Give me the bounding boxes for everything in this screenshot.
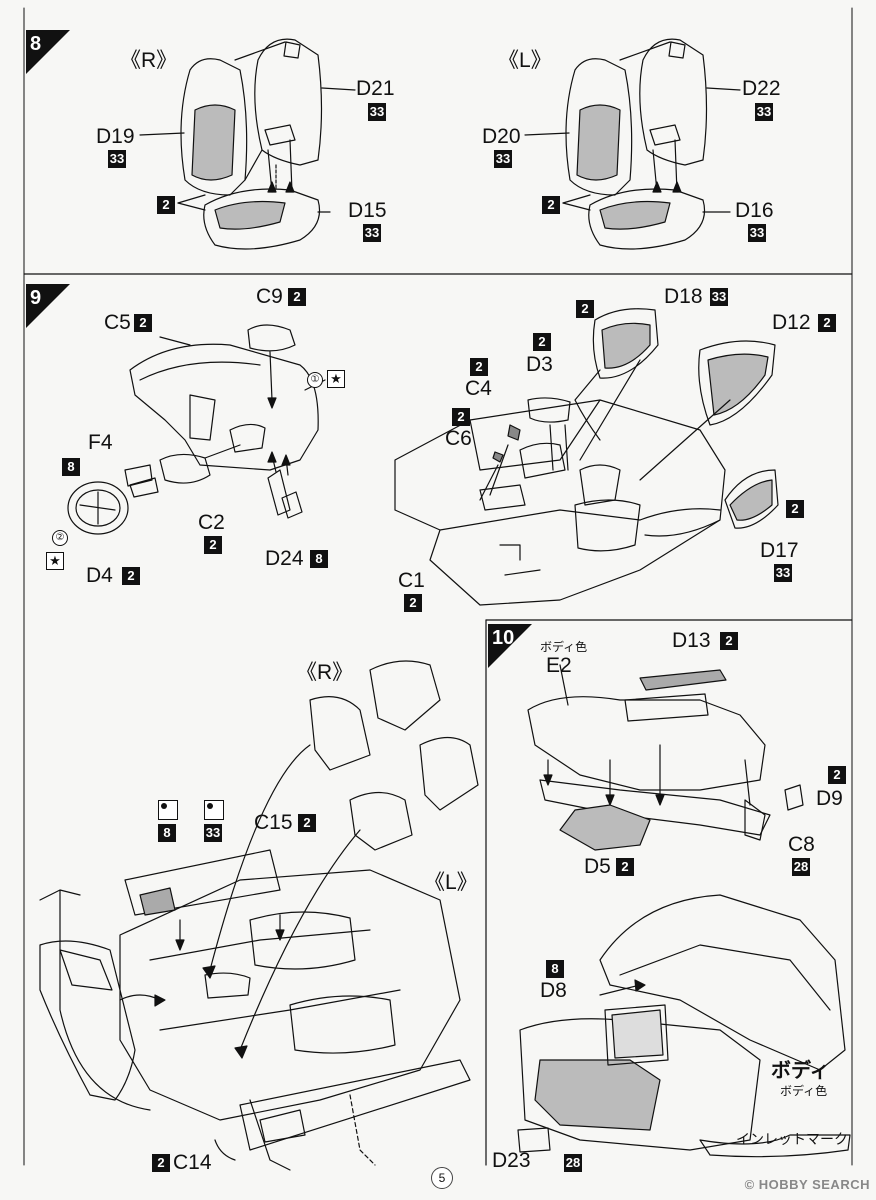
- part-body: ボディ: [771, 1060, 830, 1082]
- seat-l-group: [524, 38, 741, 250]
- seat-label-r: 《R》: [296, 661, 354, 684]
- color-badge-d17-extra: 2: [786, 500, 804, 518]
- color-badge-d13: 2: [720, 632, 738, 650]
- part-d17: D17: [760, 539, 799, 562]
- part-c1: C1: [398, 569, 425, 592]
- side-label-l: 《L》: [498, 49, 552, 72]
- part-d12: D12: [772, 311, 811, 334]
- part-d18: D18: [664, 285, 703, 308]
- page-number: 5: [431, 1167, 453, 1189]
- color-badge-inlet: 28: [564, 1154, 582, 1172]
- part-d22: D22: [742, 77, 781, 100]
- color-badge-d24: 8: [310, 550, 328, 568]
- color-badge-c9: 2: [288, 288, 306, 306]
- color-badge-d17: 33: [774, 564, 792, 582]
- side-label-r: 《R》: [120, 49, 178, 72]
- part-c8: C8: [788, 833, 815, 856]
- ref-marker-2: ②: [52, 530, 68, 546]
- step-10-marker: 10: [488, 624, 532, 668]
- part-d24: D24: [265, 547, 304, 570]
- color-badge-d19: 33: [108, 150, 126, 168]
- star-marker-1: ★: [327, 370, 345, 388]
- part-d16: D16: [735, 199, 774, 222]
- body-color-note: ボディ色: [780, 1084, 828, 1098]
- part-c15: C15: [254, 811, 293, 834]
- part-d20: D20: [482, 125, 521, 148]
- interior-lower-group: [39, 660, 479, 1171]
- inlet-mark-label: インレットマーク: [736, 1131, 848, 1147]
- front-body-group: [517, 894, 851, 1158]
- step-8-marker: 8: [26, 30, 70, 74]
- rear-bumper-group: [527, 664, 804, 851]
- color-badge-d4: 2: [122, 567, 140, 585]
- color-badge-d22: 33: [755, 103, 773, 121]
- star-marker-2: ★: [46, 552, 64, 570]
- part-d23: D23: [492, 1149, 531, 1172]
- part-d5: D5: [584, 855, 611, 878]
- part-d19: D19: [96, 125, 135, 148]
- part-d13: D13: [672, 629, 711, 652]
- color-badge-c4: 2: [470, 358, 488, 376]
- color-badge-d3: 2: [533, 333, 551, 351]
- color-badge-d20: 33: [494, 150, 512, 168]
- color-badge-panel-b: 33: [204, 824, 222, 842]
- part-c6: C6: [445, 427, 472, 450]
- dashboard-group: [67, 324, 326, 535]
- color-badge-c15: 2: [298, 814, 316, 832]
- color-badge-wheel: 8: [62, 458, 80, 476]
- part-c2: C2: [198, 511, 225, 534]
- watermark: © HOBBY SEARCH: [744, 1177, 870, 1192]
- color-badge-c5: 2: [134, 314, 152, 332]
- seat-label-l: 《L》: [424, 871, 478, 894]
- two-tone-marker-a: [158, 800, 178, 820]
- step-8-number: 8: [30, 33, 42, 55]
- step-9-marker: 9: [26, 284, 70, 328]
- body-color-note-e2: ボディ色: [540, 640, 588, 654]
- color-badge-c14: 2: [152, 1154, 170, 1172]
- color-badge-panel-a: 8: [158, 824, 176, 842]
- color-badge-d18-extra: 2: [576, 300, 594, 318]
- color-badge-d21: 33: [368, 103, 386, 121]
- color-badge-c2: 2: [204, 536, 222, 554]
- part-d4: D4: [86, 564, 113, 587]
- color-badge-r-base: 2: [157, 196, 175, 214]
- part-c9: C9: [256, 285, 283, 308]
- color-badge-d9: 2: [828, 766, 846, 784]
- color-badge-d5: 2: [616, 858, 634, 876]
- part-d9: D9: [816, 787, 843, 810]
- step-10-number: 10: [492, 627, 515, 649]
- color-badge-d16: 33: [748, 224, 766, 242]
- part-d8: D8: [540, 979, 567, 1002]
- tub-upper-group: [394, 308, 779, 606]
- part-c14: C14: [173, 1151, 212, 1174]
- part-d3: D3: [526, 353, 553, 376]
- part-d21: D21: [356, 77, 395, 100]
- color-badge-c6: 2: [452, 408, 470, 426]
- part-d15: D15: [348, 199, 387, 222]
- part-c5: C5: [104, 311, 131, 334]
- color-badge-l-base: 2: [542, 196, 560, 214]
- color-badge-c1: 2: [404, 594, 422, 612]
- color-badge-d8: 8: [546, 960, 564, 978]
- color-badge-d12: 2: [818, 314, 836, 332]
- part-c4: C4: [465, 377, 492, 400]
- color-badge-c8: 28: [792, 858, 810, 876]
- part-f4: F4: [88, 431, 113, 454]
- two-tone-marker-b: [204, 800, 224, 820]
- color-badge-d18: 33: [710, 288, 728, 306]
- seat-r-group: [139, 38, 356, 250]
- part-e2: E2: [546, 654, 572, 677]
- color-badge-d15: 33: [363, 224, 381, 242]
- step-9-number: 9: [30, 287, 42, 309]
- ref-marker-1: ①: [307, 372, 323, 388]
